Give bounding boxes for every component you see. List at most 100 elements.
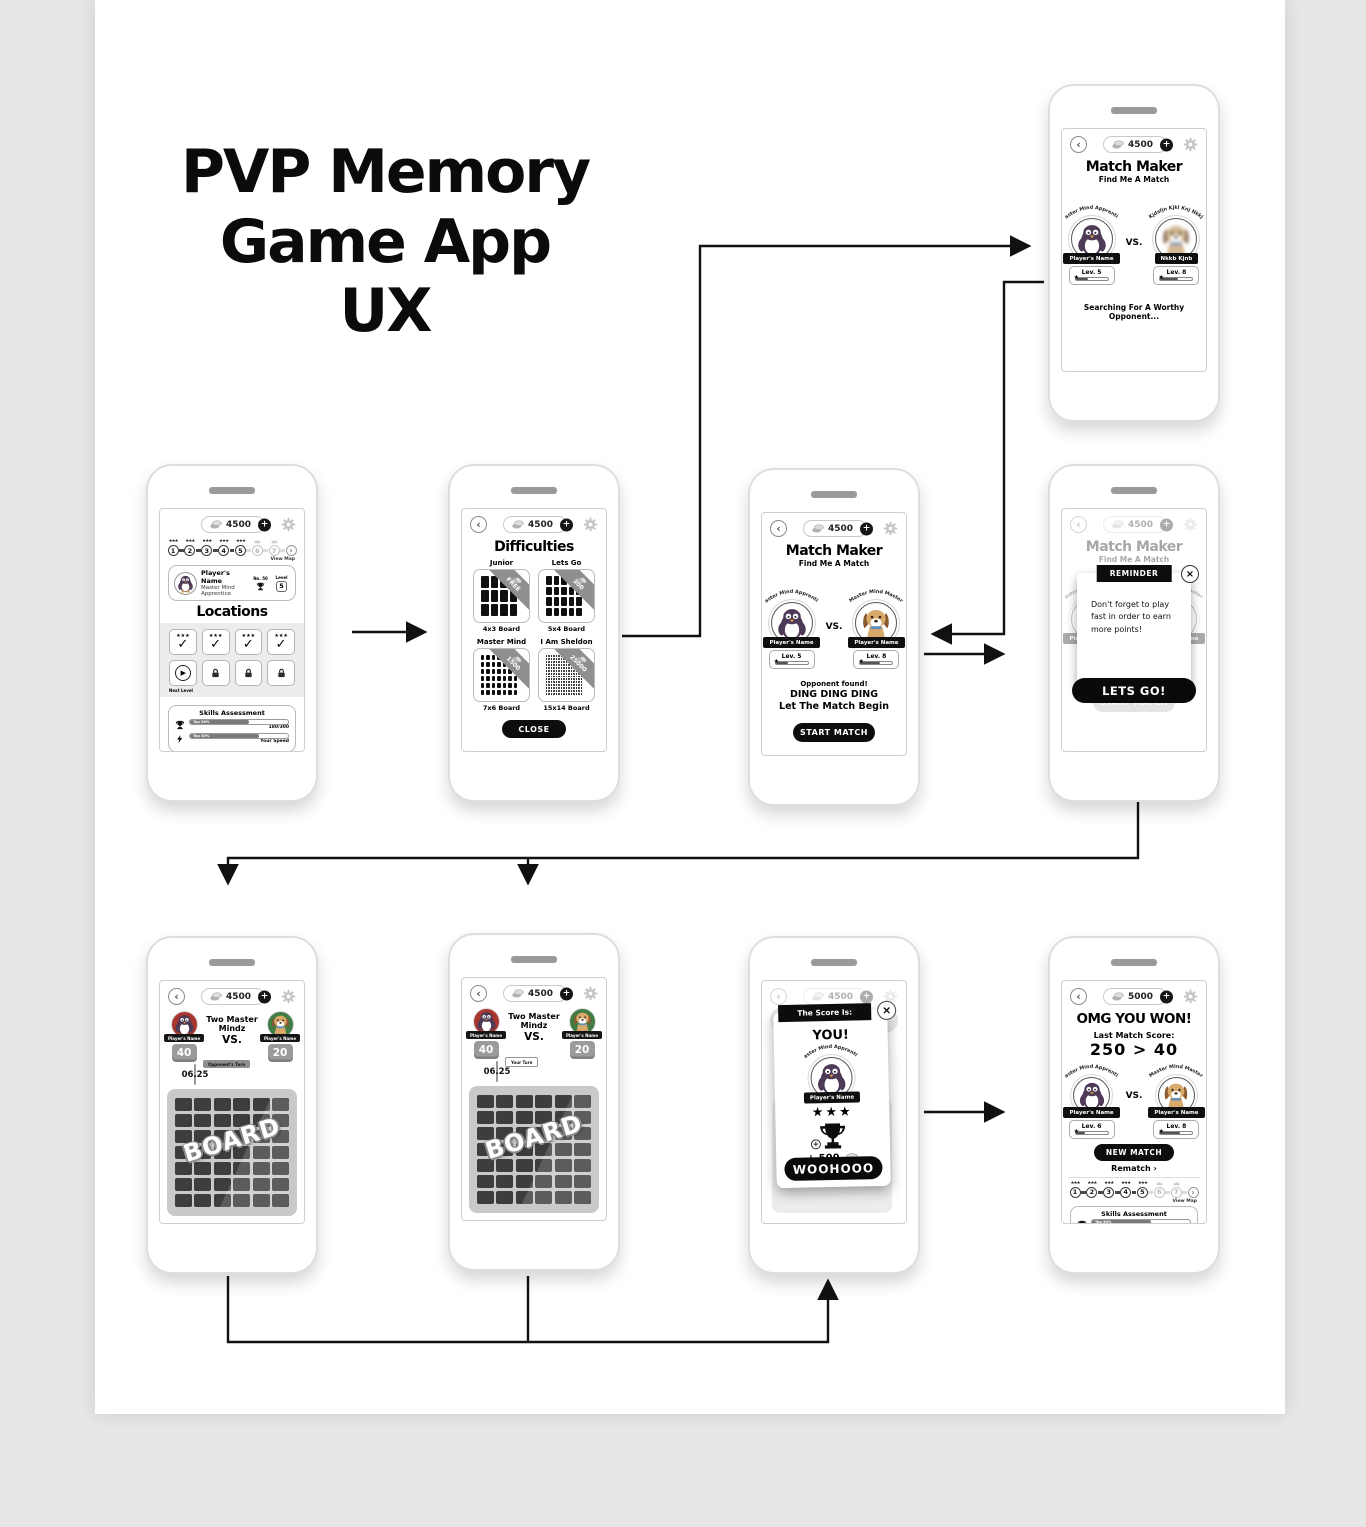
back-button[interactable]: ‹ [470, 516, 487, 533]
location-tile-completed[interactable]: ★★★✓ [234, 629, 263, 655]
settings-gear-icon[interactable] [883, 521, 898, 536]
board-grid [175, 1098, 289, 1207]
location-tile-next-level[interactable]: ▶ [169, 660, 197, 686]
settings-gear-icon[interactable] [583, 517, 598, 532]
coin-balance[interactable]: 4500 + [200, 988, 272, 1005]
game-board[interactable]: BOARD [469, 1086, 599, 1213]
coin-balance[interactable]: 4500+ [1102, 516, 1174, 533]
map-next-chevron[interactable]: › [1187, 1181, 1199, 1198]
settings-gear-icon[interactable] [281, 989, 296, 1004]
settings-gear-icon[interactable] [1183, 137, 1198, 152]
start-match-button[interactable]: START MATCH [793, 723, 875, 743]
player-rank-stat: No. 50 [252, 576, 269, 591]
map-level-6[interactable]: 6 [1153, 1181, 1165, 1198]
duel-header: Player's Name 40 Two Master Mindz VS. Pl… [160, 1008, 304, 1062]
coin-balance[interactable]: 4500+ [200, 516, 272, 533]
map-level-3[interactable]: ★★★3 [201, 539, 212, 556]
woohooo-button[interactable]: WOOHOOO [784, 1155, 883, 1182]
coin-amount: 4500 [1127, 139, 1154, 150]
new-match-button[interactable]: NEW MATCH [1094, 1143, 1174, 1161]
back-button[interactable]: ‹ [1070, 136, 1087, 153]
screen-won: ‹5000+ OMG YOU WON! Last Match Score: 25… [1061, 980, 1207, 1224]
trophy-icon [256, 582, 265, 591]
coin-balance[interactable]: 4500 + [802, 520, 874, 537]
level-box: Lev. 8★ [853, 650, 900, 669]
lets-go-button[interactable]: LETS GO! [1072, 678, 1196, 703]
coins-icon [811, 992, 825, 1001]
map-level-1[interactable]: ★★★1 [1069, 1180, 1081, 1198]
add-coins-button[interactable]: + [860, 522, 874, 535]
location-tile-completed[interactable]: ★★★✓ [169, 629, 197, 655]
coin-amount: 4500 [827, 523, 854, 534]
app-header: ‹ 4500 + [762, 513, 906, 540]
location-tile-completed[interactable]: ★★★✓ [267, 629, 295, 655]
map-level-4[interactable]: ★★★4 [218, 539, 229, 556]
add-coins-button[interactable]: + [560, 518, 574, 531]
location-tile-locked [234, 660, 263, 686]
view-map-link[interactable]: View Map [270, 557, 295, 562]
map-level-3[interactable]: ★★★3 [1103, 1180, 1114, 1198]
back-button[interactable]: ‹ [470, 985, 487, 1002]
penguin-avatar-icon [815, 1060, 848, 1096]
map-level-7[interactable]: 7 [268, 539, 280, 556]
back-button[interactable]: ‹ [1070, 516, 1087, 533]
board-size-label: 5x4 Board [547, 625, 586, 633]
add-coins-button[interactable]: + [560, 987, 574, 1000]
back-button[interactable]: ‹ [770, 988, 787, 1005]
back-button[interactable]: ‹ [1070, 988, 1087, 1005]
skills-title: Skills Assessment [199, 709, 265, 717]
difficulty-name: I Am Sheldon [540, 638, 593, 646]
close-icon[interactable]: × [1181, 565, 1199, 583]
game-board[interactable]: BOARD [167, 1089, 297, 1216]
settings-gear-icon[interactable] [1183, 517, 1198, 532]
coin-balance[interactable]: 4500 + [1102, 136, 1174, 153]
add-coins-button[interactable]: + [860, 990, 874, 1003]
add-coins-button[interactable]: + [1160, 138, 1174, 151]
arc-title: Master Mind Master [1149, 1064, 1205, 1078]
timer-box: 06.25 [182, 1064, 208, 1085]
map-level-2[interactable]: ★★★2 [184, 539, 195, 556]
coin-balance[interactable]: 5000+ [1102, 988, 1174, 1005]
opponent-name-ribbon: Player's Name [259, 1034, 301, 1042]
map-level-5[interactable]: ★★★5 [1136, 1180, 1148, 1198]
location-tile-completed[interactable]: ★★★✓ [201, 629, 230, 655]
coin-balance[interactable]: 4500+ [502, 985, 574, 1002]
back-button[interactable]: ‹ [168, 988, 185, 1005]
close-button[interactable]: CLOSE [502, 720, 566, 738]
add-coins-button[interactable]: + [1160, 990, 1174, 1003]
map-level-6[interactable]: 6 [251, 539, 263, 556]
coin-amount: 4500 [225, 991, 252, 1002]
app-header: ‹ 4500+ [462, 509, 606, 536]
map-level-7[interactable]: 7 [1170, 1181, 1182, 1198]
map-level-4[interactable]: ★★★4 [1120, 1180, 1131, 1198]
lock-icon [276, 668, 287, 679]
coin-balance[interactable]: 4500+ [502, 516, 574, 533]
player-card[interactable]: Player's Name Master Mind Apprentice No.… [168, 565, 296, 601]
settings-gear-icon[interactable] [1183, 989, 1198, 1004]
map-level-2[interactable]: ★★★2 [1086, 1180, 1097, 1198]
location-tile-locked [267, 660, 295, 686]
map-level-1[interactable]: ★★★1 [167, 539, 179, 556]
rematch-link[interactable]: Rematch › [1111, 1163, 1157, 1173]
add-coins-button[interactable]: + [1160, 518, 1174, 531]
phone-speaker [209, 487, 255, 494]
map-next-chevron[interactable]: › [285, 539, 297, 556]
settings-gear-icon[interactable] [281, 517, 296, 532]
coins-icon [511, 989, 525, 998]
settings-gear-icon[interactable] [583, 986, 598, 1001]
add-coins-button[interactable]: + [258, 990, 272, 1003]
penguin-avatar-icon [1076, 222, 1108, 257]
player-name-ribbon: Player's Name [465, 1031, 507, 1039]
map-level-5[interactable]: ★★★5 [234, 539, 246, 556]
back-button[interactable]: ‹ [770, 520, 787, 537]
add-coins-button[interactable]: + [258, 518, 272, 531]
view-map-link[interactable]: View Map [1172, 1198, 1197, 1204]
